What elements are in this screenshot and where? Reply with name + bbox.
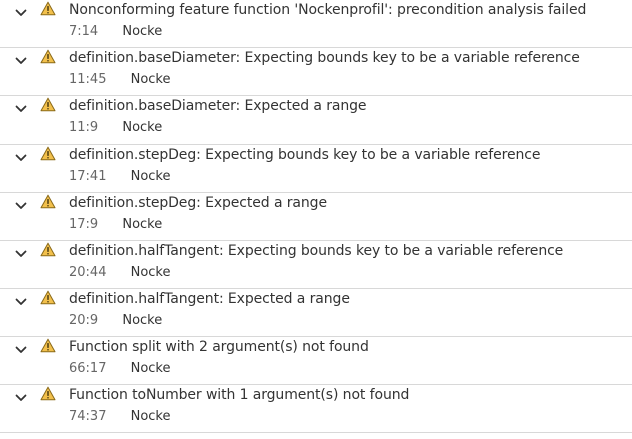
warning-icon [40,1,56,17]
chevron-down-icon[interactable] [14,151,28,165]
message-position: 20:44 [69,265,107,280]
message-meta: 11:9 Nocke [69,119,162,137]
message-meta: 66:17 Nocke [69,360,171,378]
warning-icon [40,97,56,113]
message-file: Nocke [130,409,171,424]
message-text: definition.baseDiameter: Expecting bound… [69,50,580,66]
message-text: definition.stepDeg: Expecting bounds key… [69,147,541,163]
message-file: Nocke [122,217,163,232]
message-row[interactable]: Function toNumber with 1 argument(s) not… [0,385,632,433]
message-file: Nocke [130,72,171,87]
message-text: definition.halfTangent: Expecting bounds… [69,243,564,259]
warning-icon [40,338,56,354]
chevron-down-icon[interactable] [14,343,28,357]
chevron-down-icon[interactable] [14,6,28,20]
message-position: 20:9 [69,313,99,328]
chevron-down-icon[interactable] [14,295,28,309]
message-position: 11:9 [69,120,99,135]
message-file: Nocke [130,169,171,184]
message-meta: 20:44 Nocke [69,264,171,282]
message-row[interactable]: definition.halfTangent: Expecting bounds… [0,241,632,289]
chevron-down-icon[interactable] [14,247,28,261]
message-row[interactable]: definition.stepDeg: Expected a range 17:… [0,193,632,241]
message-position: 74:37 [69,409,107,424]
message-row[interactable]: definition.baseDiameter: Expecting bound… [0,48,632,96]
message-position: 7:14 [69,24,99,39]
warning-icon [40,242,56,258]
message-row[interactable]: Nonconforming feature function 'Nockenpr… [0,0,632,48]
message-meta: 20:9 Nocke [69,312,162,330]
chevron-down-icon[interactable] [14,102,28,116]
message-text: Function split with 2 argument(s) not fo… [69,339,369,355]
message-meta: 17:41 Nocke [69,168,171,186]
message-text: definition.stepDeg: Expected a range [69,195,327,211]
message-text: definition.halfTangent: Expected a range [69,291,350,307]
message-row[interactable]: definition.baseDiameter: Expected a rang… [0,96,632,145]
message-meta: 17:9 Nocke [69,216,162,234]
message-file: Nocke [122,24,163,39]
warning-icon [40,386,56,402]
warning-icon [40,49,56,65]
warning-icon [40,290,56,306]
message-text: Function toNumber with 1 argument(s) not… [69,387,410,403]
message-row[interactable]: Function split with 2 argument(s) not fo… [0,337,632,385]
message-position: 11:45 [69,72,107,87]
chevron-down-icon[interactable] [14,391,28,405]
message-meta: 11:45 Nocke [69,71,171,89]
warning-icon [40,194,56,210]
message-meta: 74:37 Nocke [69,408,171,426]
message-row[interactable]: definition.stepDeg: Expecting bounds key… [0,145,632,193]
message-file: Nocke [130,265,171,280]
message-text: Nonconforming feature function 'Nockenpr… [69,2,587,18]
message-row[interactable]: definition.halfTangent: Expected a range… [0,289,632,337]
chevron-down-icon[interactable] [14,199,28,213]
message-meta: 7:14 Nocke [69,23,162,41]
chevron-down-icon[interactable] [14,54,28,68]
message-position: 17:9 [69,217,99,232]
message-position: 66:17 [69,361,107,376]
warning-icon [40,146,56,162]
message-file: Nocke [122,313,163,328]
message-text: definition.baseDiameter: Expected a rang… [69,98,367,114]
message-file: Nocke [130,361,171,376]
message-position: 17:41 [69,169,107,184]
message-file: Nocke [122,120,163,135]
